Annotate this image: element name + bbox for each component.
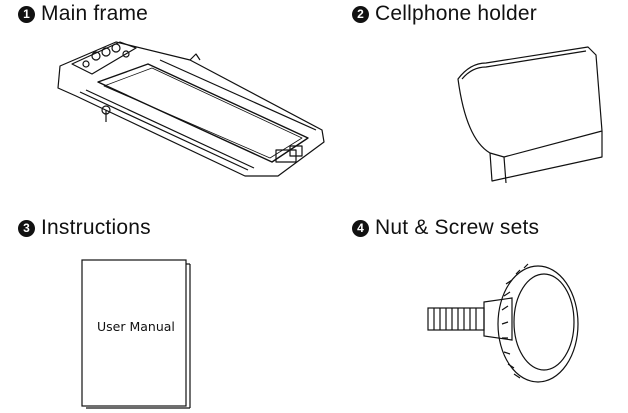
item-title-main-frame: 1 Main frame xyxy=(18,2,148,26)
item-title-nut-screw-sets: 4 Nut & Screw sets xyxy=(352,216,539,240)
item-label: Cellphone holder xyxy=(375,2,537,25)
item-number-badge: 2 xyxy=(352,6,369,23)
cellphone-holder-illustration xyxy=(457,46,603,184)
item-title-cellphone-holder: 2 Cellphone holder xyxy=(352,2,537,26)
user-manual-booklet xyxy=(81,259,191,409)
item-label: Main frame xyxy=(41,2,149,25)
item-label: Instructions xyxy=(41,216,151,239)
item-number-badge: 4 xyxy=(352,220,369,237)
nut-screw-illustration xyxy=(427,263,579,383)
item-number-badge: 3 xyxy=(18,220,35,237)
item-title-instructions: 3 Instructions xyxy=(18,216,151,240)
manual-cover-text: User Manual xyxy=(97,319,175,334)
item-label: Nut & Screw sets xyxy=(375,216,540,239)
item-number-badge: 1 xyxy=(18,6,35,23)
main-frame-illustration xyxy=(57,41,325,177)
